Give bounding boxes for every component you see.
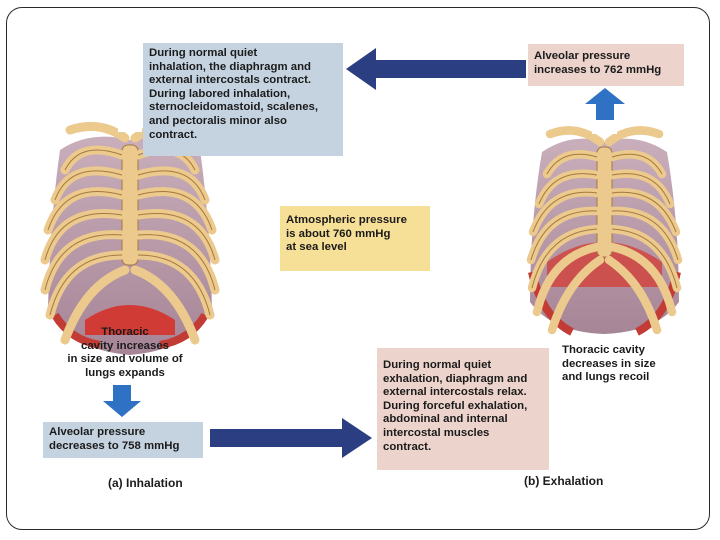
- exhalation-muscles-line: During forceful exhalation,: [383, 399, 528, 412]
- inhalation-caption: (a) Inhalation: [108, 476, 183, 490]
- inhalation-alveolar-box: Alveolar pressure decreases to 758 mmHg: [43, 422, 203, 458]
- exhalation-alveolar-box: Alveolar pressure increases to 762 mmHg: [528, 44, 684, 86]
- inhalation-alveolar-line: Alveolar pressure: [49, 426, 146, 438]
- inhalation-muscles-line: During labored inhalation,: [149, 87, 291, 100]
- exhalation-cavity-label: Thoracic cavity decreases in size and lu…: [562, 344, 692, 385]
- atmospheric-pressure-box: Atmospheric pressure is about 760 mmHg a…: [280, 206, 430, 271]
- inhalation-muscles-line: sternocleidomastoid, scalenes,: [149, 101, 319, 114]
- exhalation-alveolar-line: increases to 762 mmHg: [534, 63, 662, 76]
- exhalation-muscles-box: During normal quiet exhalation, diaphrag…: [377, 348, 549, 470]
- inhalation-muscles-line: external intercostals contract.: [149, 74, 312, 87]
- exhalation-cavity-line: Thoracic cavity: [562, 344, 645, 356]
- inhalation-alveolar-line: decreases to 758 mmHg: [49, 439, 180, 452]
- exhalation-ribcage-illustration: [526, 112, 683, 336]
- right-arrow-icon: [210, 418, 372, 458]
- inhalation-muscles-box: During normal quiet inhalation, the diap…: [143, 43, 343, 156]
- exhalation-muscles-line: During normal quiet: [383, 359, 492, 371]
- down-arrow-icon: [103, 385, 141, 417]
- exhalation-cavity-line: and lungs recoil: [562, 371, 650, 384]
- up-arrow-icon: [585, 88, 625, 120]
- inhalation-muscles-line: inhalation, the diaphragm and: [149, 60, 312, 73]
- exhalation-muscles-line: intercostal muscles: [383, 426, 490, 439]
- inhalation-cavity-label: Thoracic cavity increases in size and vo…: [50, 326, 200, 380]
- exhalation-muscles-line: exhalation, diaphragm and: [383, 372, 528, 385]
- exhalation-muscles-line: external intercostals relax.: [383, 386, 527, 399]
- exhalation-muscles-line: contract.: [383, 440, 432, 453]
- inhalation-muscles-line: and pectoralis minor also: [149, 114, 287, 127]
- inhalation-cavity-line: lungs expands: [85, 366, 165, 379]
- left-arrow-icon: [346, 48, 526, 90]
- inhalation-cavity-line: cavity increases: [80, 339, 170, 352]
- exhalation-caption: (b) Exhalation: [524, 474, 604, 488]
- inhalation-cavity-line: Thoracic: [101, 326, 149, 338]
- atmospheric-line: Atmospheric pressure: [286, 214, 407, 226]
- inhalation-muscles-line: During normal quiet: [149, 47, 258, 59]
- exhalation-alveolar-line: Alveolar pressure: [534, 50, 631, 62]
- atmospheric-line: at sea level: [286, 241, 347, 254]
- inhalation-muscles-line: contract.: [149, 128, 198, 141]
- exhalation-cavity-line: decreases in size: [562, 357, 656, 370]
- inhalation-ribcage-illustration: [40, 110, 220, 355]
- atmospheric-line: is about 760 mmHg: [286, 227, 391, 240]
- inhalation-cavity-line: in size and volume of: [67, 353, 183, 366]
- exhalation-muscles-line: abdominal and internal: [383, 413, 508, 426]
